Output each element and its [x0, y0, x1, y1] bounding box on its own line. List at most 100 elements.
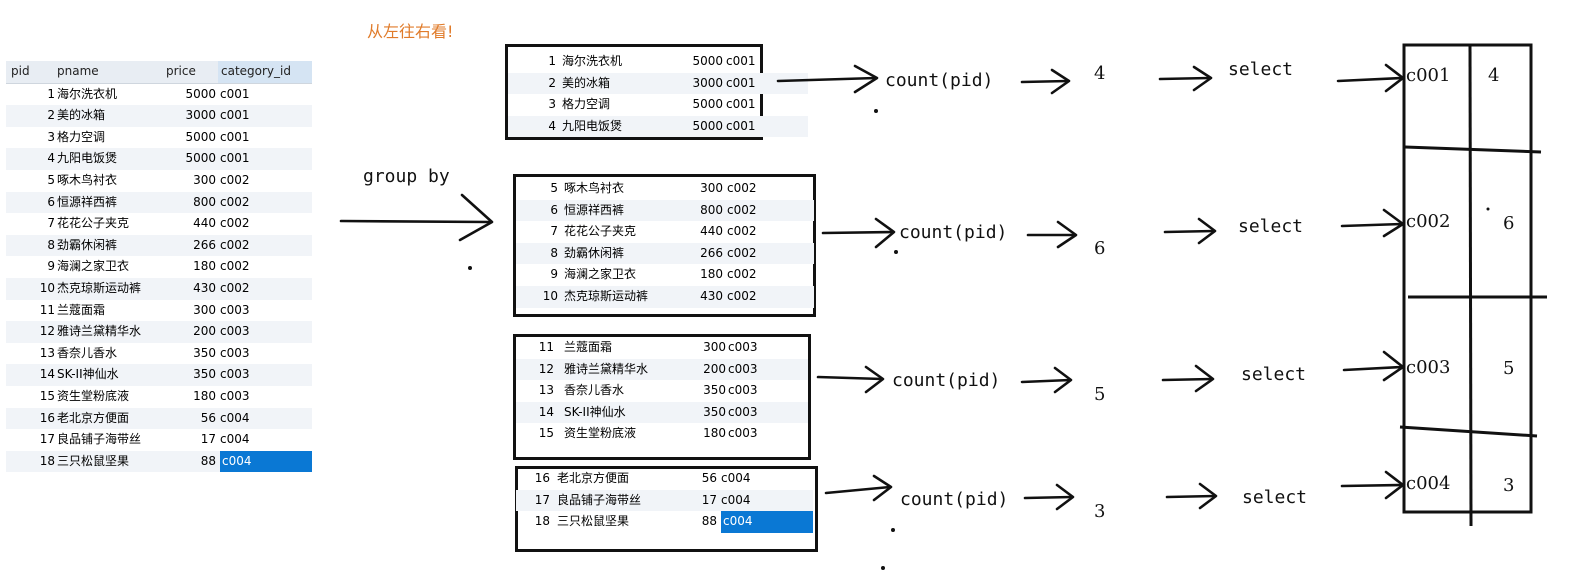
cell-pid: 2 [47, 108, 55, 123]
result-count-c001: 4 [1488, 65, 1500, 86]
cell-pname: 格力空调 [562, 97, 611, 112]
cell-pid: 10 [39, 280, 55, 295]
count-value-c002: 6 [1094, 238, 1106, 259]
arrow-c003-value [1020, 366, 1073, 394]
cell-pid: 14 [39, 367, 55, 382]
cell-price: 180 [193, 388, 216, 403]
cell-pid: 2 [548, 75, 556, 90]
cell-price: 350 [193, 345, 216, 360]
grid-header: pid pname price category_id [6, 61, 312, 84]
cell-price: 430 [700, 288, 723, 303]
cell-price: 350 [193, 367, 216, 382]
cell-pid: 3 [548, 97, 556, 112]
cell-pname: 美的冰箱 [562, 75, 611, 90]
cell-pid: 11 [39, 302, 55, 317]
cell-price: 800 [700, 202, 723, 217]
arrow-c003-count [816, 365, 885, 394]
cell-pname: 老北京方便面 [557, 471, 630, 485]
cell-category-id: c003 [728, 426, 758, 441]
cell-pname: 美的冰箱 [57, 108, 106, 123]
cell-pname: 三只松鼠坚果 [57, 453, 130, 468]
cell-price: 88 [200, 453, 216, 468]
cell-price: 3000 [692, 75, 723, 90]
count-value-c001: 4 [1094, 63, 1106, 84]
select-label-c003: select [1241, 364, 1307, 385]
cell-price: 266 [700, 245, 723, 260]
cell-price: 200 [193, 324, 216, 339]
select-label-c001: select [1228, 59, 1294, 80]
cell-price: 350 [703, 383, 726, 398]
cell-price: 5000 [692, 54, 723, 68]
cell-category-id: c002 [220, 237, 250, 252]
cell-pid: 9 [550, 267, 558, 282]
cell-category-id: c003 [728, 361, 758, 376]
cell-pid: 3 [47, 129, 55, 144]
col-header-pid: pid [11, 64, 30, 78]
arrow-c001-count [776, 64, 879, 94]
cell-pname: 资生堂粉底液 [564, 426, 637, 441]
cell-category-id: c003 [220, 324, 250, 339]
cell-category-id: c004 [721, 511, 813, 533]
count-label-c003: count(pid) [892, 370, 1001, 391]
cell-price: 200 [703, 361, 726, 376]
cell-pname: 资生堂粉底液 [57, 388, 130, 403]
col-header-price: price [166, 64, 196, 78]
cell-category-id: c003 [728, 383, 758, 398]
cell-category-id: c002 [220, 259, 250, 274]
cell-pname: 九阳电饭煲 [57, 151, 118, 166]
arrow-c001-select [1158, 65, 1213, 92]
cell-price: 56 [200, 410, 216, 425]
arrow-c004-value [1023, 483, 1075, 511]
cell-pid: 16 [39, 410, 55, 425]
cell-category-id: c004 [721, 492, 751, 507]
cell-pname: 海尔洗衣机 [562, 54, 623, 68]
cell-category-id: c002 [727, 224, 757, 239]
cell-category-id: c001 [726, 75, 756, 90]
result-category-c003: c003 [1406, 357, 1451, 378]
cell-pid: 13 [39, 345, 55, 360]
cell-category-id: c002 [220, 172, 250, 187]
cell-pname: 兰蔻面霜 [57, 302, 106, 317]
cell-price: 180 [703, 426, 726, 441]
result-category-c002: c002 [1406, 211, 1451, 232]
